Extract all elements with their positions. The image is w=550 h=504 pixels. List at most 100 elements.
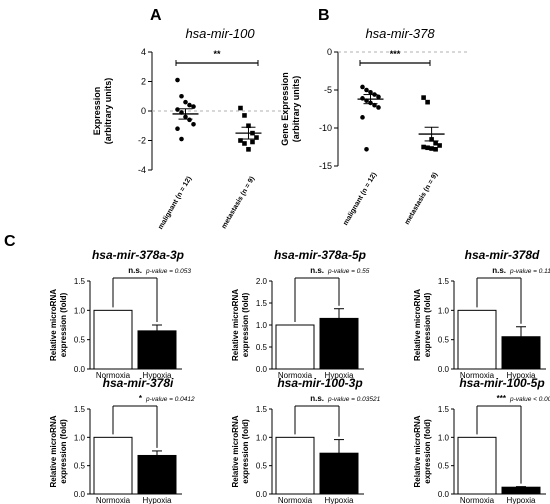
y-label-line1-C2: Relative microRNA xyxy=(231,289,240,361)
y-tick-label-C3: 0.5 xyxy=(438,336,450,345)
data-point-B xyxy=(364,87,369,93)
data-point-B xyxy=(376,105,381,110)
category-label-C2: Normoxia xyxy=(278,371,313,380)
data-point-A xyxy=(175,126,180,131)
y-tick-label-B: -10 xyxy=(319,123,332,133)
data-point-A xyxy=(246,147,251,152)
category-label-A: malignant (n = 12) xyxy=(157,176,193,231)
bar-hypoxia-C3 xyxy=(501,336,541,370)
y-tick-label-C5: 0.0 xyxy=(256,490,268,499)
data-point-A xyxy=(246,123,251,129)
data-point-A xyxy=(191,121,196,127)
category-label-C4: Hypoxia xyxy=(143,496,172,504)
p-value-label-C1: p-value = 0.053 xyxy=(145,268,191,275)
chart-title-C5: hsa-mir-100-3p xyxy=(277,376,362,390)
data-point-A xyxy=(179,136,184,142)
data-point-A xyxy=(238,105,243,111)
y-label-line1-C1: Relative microRNA xyxy=(49,289,58,361)
y-tick-label-C1: 1.5 xyxy=(74,277,86,286)
panel-label-a: A xyxy=(150,7,162,24)
data-point-B xyxy=(421,95,426,100)
bar-hypoxia-C2 xyxy=(319,317,359,370)
y-tick-label-C4: 0.0 xyxy=(74,490,86,499)
y-tick-label-B: 0 xyxy=(327,47,332,57)
category-label-C5: Hypoxia xyxy=(325,496,354,504)
bar-normoxia-C5 xyxy=(275,436,315,495)
category-label-C1: Hypoxia xyxy=(143,371,172,380)
data-point-B xyxy=(360,115,365,120)
bar-normoxia-C2 xyxy=(275,324,315,370)
category-label-A: metastasis (n = 9) xyxy=(221,175,257,230)
data-point-B xyxy=(364,146,369,152)
y-label-line2-C6: expression (fold) xyxy=(423,419,432,484)
bar-hypoxia-C1 xyxy=(137,330,177,370)
y-tick-label-C2: 0.0 xyxy=(256,365,268,374)
bar-normoxia-C4 xyxy=(93,436,133,495)
y-tick-label-C4: 0.5 xyxy=(74,462,86,471)
bar-hypoxia-C4 xyxy=(137,454,177,495)
p-value-label-C4: p-value = 0.0412 xyxy=(145,396,195,403)
p-value-label-C2: p-value = 0.55 xyxy=(327,268,370,275)
significance-label-C4: * xyxy=(139,394,143,403)
y-label-line2-B: (arbitrary units) xyxy=(291,76,301,143)
bar-normoxia-C1 xyxy=(93,309,133,370)
y-tick-label-C5: 0.5 xyxy=(256,462,268,471)
y-label-B: Gene Expression(arbitrary units) xyxy=(280,72,301,146)
y-tick-label-C1: 1.0 xyxy=(74,306,86,315)
data-point-B xyxy=(429,146,434,151)
data-point-A xyxy=(254,135,259,140)
data-point-B xyxy=(360,96,365,101)
data-point-A xyxy=(187,117,192,123)
y-label-line1-B: Gene Expression xyxy=(280,72,290,146)
y-label-line2-C1: expression (fold) xyxy=(59,292,68,357)
y-label-line2-C3: expression (fold) xyxy=(423,292,432,357)
y-label-line2-C4: expression (fold) xyxy=(59,419,68,484)
data-point-A xyxy=(191,104,196,109)
y-tick-label-C4: 1.5 xyxy=(74,405,86,414)
y-tick-label-C6: 0.5 xyxy=(438,462,450,471)
chart-title-C6: hsa-mir-100-5p xyxy=(459,376,544,390)
category-label-C5: Normoxia xyxy=(278,496,313,504)
y-label-line2-C2: expression (fold) xyxy=(241,292,250,357)
data-point-A xyxy=(250,139,255,145)
bar-normoxia-C3 xyxy=(457,309,497,370)
y-tick-label-B: -5 xyxy=(324,85,332,95)
significance-label-B: *** xyxy=(390,49,401,59)
data-point-B xyxy=(421,144,426,150)
data-point-B xyxy=(437,143,442,148)
data-point-A xyxy=(242,113,247,118)
category-label-C3: Hypoxia xyxy=(507,371,536,380)
p-value-label-C6: p-value < 0.0001 xyxy=(509,396,550,403)
significance-label-A: ** xyxy=(213,49,221,59)
y-tick-label-C3: 1.5 xyxy=(438,277,450,286)
data-point-A xyxy=(175,77,180,83)
y-tick-label-C2: 0.5 xyxy=(256,343,268,352)
data-point-B xyxy=(433,146,438,152)
chart-title-C3: hsa-mir-378d xyxy=(465,248,540,262)
significance-label-C3: n.s. xyxy=(492,266,506,275)
y-tick-label-C6: 1.5 xyxy=(438,405,450,414)
category-label-C2: Hypoxia xyxy=(325,371,354,380)
bar-hypoxia-C6 xyxy=(501,486,541,495)
bar-normoxia-C6 xyxy=(457,436,497,495)
bar-hypoxia-C5 xyxy=(319,452,359,495)
category-label-C6: Normoxia xyxy=(460,496,495,504)
chart-title-B: hsa-mir-378 xyxy=(365,26,435,41)
y-label-line1-A: Expression xyxy=(92,87,102,136)
significance-label-C2: n.s. xyxy=(310,266,324,275)
significance-label-C6: *** xyxy=(497,394,507,403)
category-label-B: metastasis (n = 9) xyxy=(404,172,440,227)
chart-title-C1: hsa-mir-378a-3p xyxy=(92,248,184,262)
y-tick-label-C6: 0.0 xyxy=(438,490,450,499)
y-tick-label-C6: 1.0 xyxy=(438,433,450,442)
data-point-A xyxy=(242,141,247,146)
y-label-A: Expression(arbitrary units) xyxy=(92,78,113,145)
category-label-C3: Normoxia xyxy=(460,371,495,380)
y-label-line1-C6: Relative microRNA xyxy=(413,415,422,487)
category-label-C4: Normoxia xyxy=(96,496,131,504)
